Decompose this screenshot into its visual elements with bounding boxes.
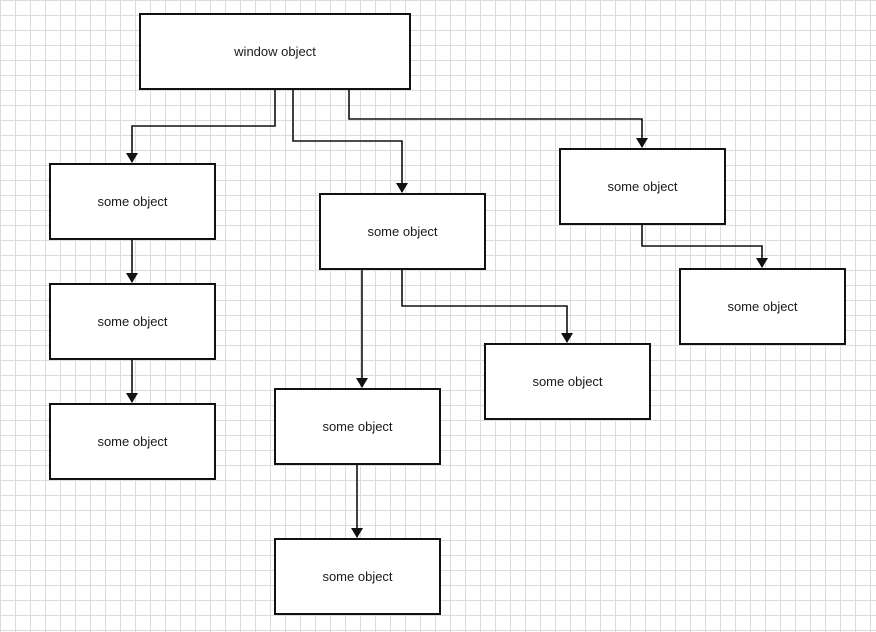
node-label: some object — [322, 569, 393, 584]
node-label: some object — [727, 299, 798, 314]
edge-root-to-b1 — [292, 89, 408, 193]
node-some-object-middle-3[interactable]: some object — [274, 538, 441, 615]
node-some-object-left-1[interactable]: some object — [49, 163, 216, 240]
node-some-object-middle-1[interactable]: some object — [319, 193, 486, 270]
edge-b1-to-b3 — [401, 269, 573, 343]
node-some-object-right-1[interactable]: some object — [559, 148, 726, 225]
node-label: some object — [97, 194, 168, 209]
node-some-object-middle-right[interactable]: some object — [484, 343, 651, 420]
node-some-object-middle-2[interactable]: some object — [274, 388, 441, 465]
node-some-object-left-3[interactable]: some object — [49, 403, 216, 480]
node-label: some object — [97, 434, 168, 449]
node-window-object[interactable]: window object — [139, 13, 411, 90]
node-some-object-left-2[interactable]: some object — [49, 283, 216, 360]
node-label: some object — [367, 224, 438, 239]
node-label: some object — [607, 179, 678, 194]
node-label: some object — [322, 419, 393, 434]
edge-c1-to-c2 — [641, 224, 768, 268]
node-label: some object — [532, 374, 603, 389]
node-label: some object — [97, 314, 168, 329]
node-label: window object — [234, 44, 316, 59]
node-some-object-right-2[interactable]: some object — [679, 268, 846, 345]
edge-root-to-c1 — [348, 89, 648, 148]
edge-root-to-a1 — [126, 89, 276, 163]
